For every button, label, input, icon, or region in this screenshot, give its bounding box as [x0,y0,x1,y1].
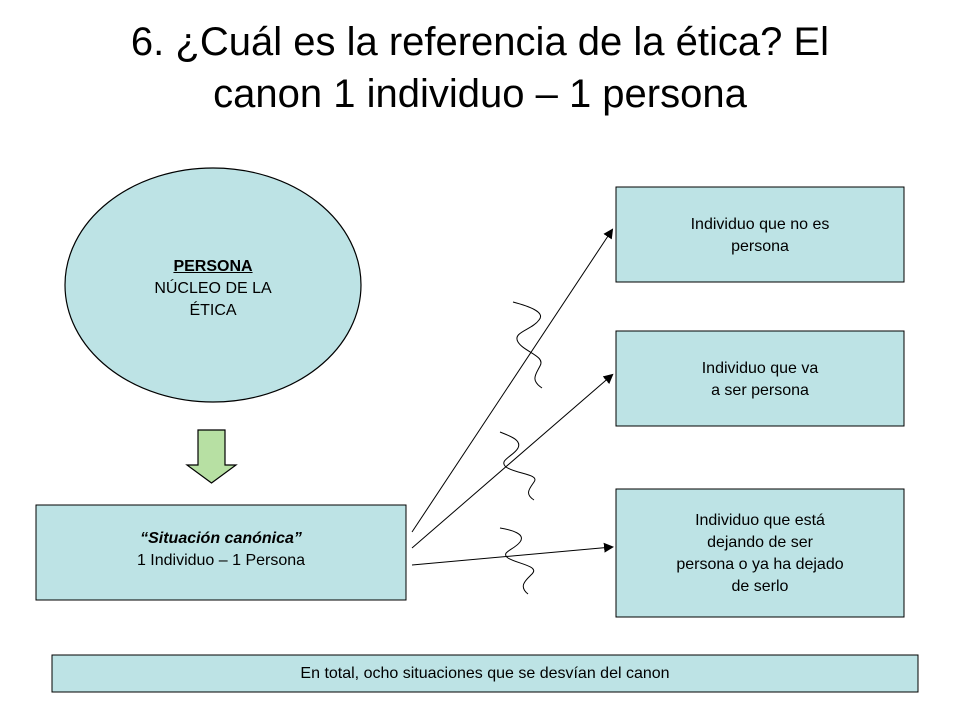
box-will-be-person-line-2: a ser persona [711,382,809,399]
box-ceasing-person-line-3: persona o ya ha dejado [676,556,844,573]
persona-ellipse-text: PERSONA NÚCLEO DE LA ÉTICA [118,256,308,322]
footer-text: En total, ocho situaciones que se desvía… [300,665,670,682]
box-ceasing-person-line-1: Individuo que está [695,512,825,529]
persona-line-1: NÚCLEO DE LA [154,280,272,297]
squiggle-break-icon [499,301,543,595]
box-will-be-person [615,330,905,427]
box-ceasing-person-line-2: dejando de ser [707,534,813,551]
arrow-to-ceasing-person [411,542,614,566]
persona-heading: PERSONA [173,258,253,275]
slide-title: 6. ¿Cuál es la referencia de la ética? E… [60,16,900,120]
box-not-person-line-2: persona [731,238,789,255]
box-will-be-person-text: Individuo que va a ser persona [616,358,904,402]
arrow-to-not-person [411,228,614,533]
canon-heading: “Situación canónica” [140,530,302,547]
arrow-to-will-be-person [411,373,614,549]
box-not-person-text: Individuo que no es persona [616,214,904,258]
box-will-be-person-line-1: Individuo que va [701,360,819,377]
persona-line-2: ÉTICA [189,302,237,319]
down-arrow-icon [185,429,238,484]
box-not-person [615,186,905,283]
box-ceasing-person-line-4: de serlo [731,578,789,595]
title-line-1: 6. ¿Cuál es la referencia de la ética? E… [130,20,830,64]
footer-box [51,654,919,693]
canon-box-text: “Situación canónica” 1 Individuo – 1 Per… [36,528,406,572]
canon-box [35,504,407,601]
canon-line-1: 1 Individuo – 1 Persona [136,552,306,569]
box-ceasing-person [615,488,905,618]
title-line-2: canon 1 individuo – 1 persona [213,72,747,116]
persona-ellipse [64,167,362,403]
box-ceasing-person-text: Individuo que está dejando de ser person… [616,510,904,598]
box-not-person-line-1: Individuo que no es [690,216,830,233]
